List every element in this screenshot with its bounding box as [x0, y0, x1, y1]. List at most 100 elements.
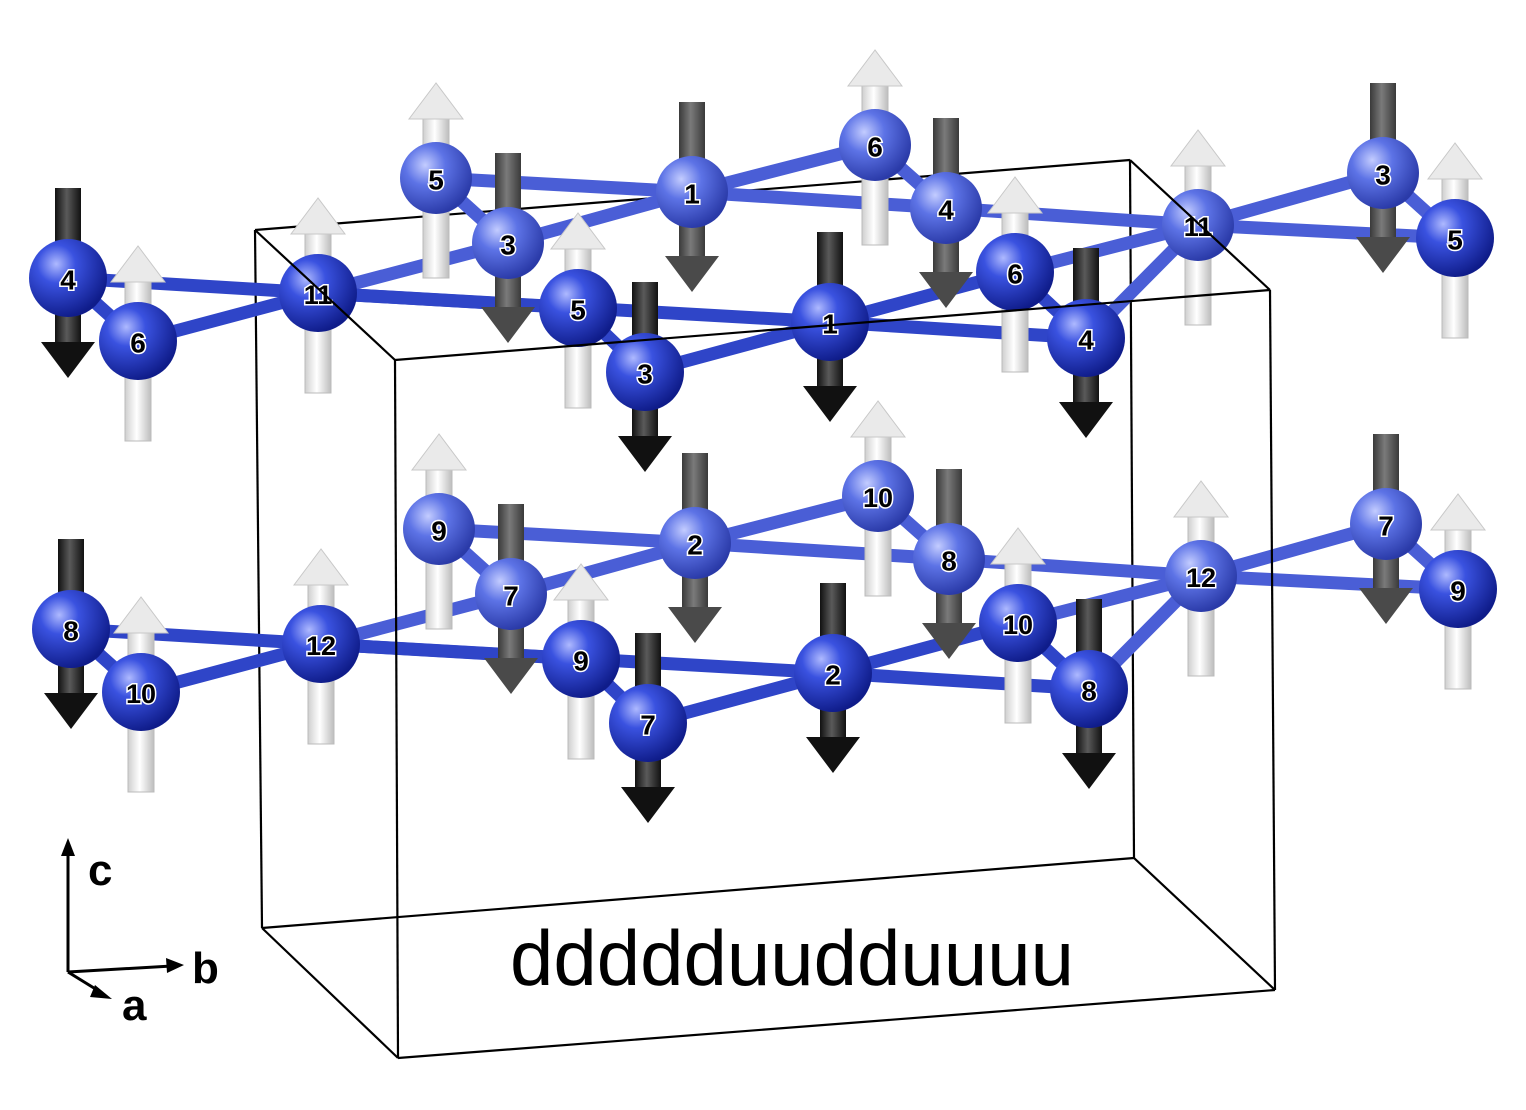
- bond: [64, 622, 328, 651]
- atom-sphere: [606, 333, 684, 411]
- atom-label: 12: [306, 631, 336, 661]
- atom-sphere: [1047, 299, 1125, 377]
- atom-2: 2: [659, 453, 731, 643]
- atom-sphere: [1050, 650, 1128, 728]
- atom-label: 10: [863, 483, 893, 513]
- atom-7: 7: [475, 504, 547, 694]
- cell-edge: [261, 927, 399, 1059]
- bond: [1194, 569, 1465, 596]
- atom-1: 1: [791, 232, 869, 422]
- atom-11: 11: [279, 197, 357, 394]
- atom-6: 6: [99, 245, 177, 442]
- atom-label: 4: [938, 195, 954, 226]
- atom-label: 5: [570, 295, 586, 326]
- atom-label: 9: [573, 646, 589, 677]
- b-axis-label: b: [192, 944, 219, 993]
- atom-4: 4: [1047, 248, 1125, 438]
- atom-sphere: [791, 283, 869, 361]
- atom-label: 10: [1003, 610, 1033, 640]
- atom-sphere: [1165, 540, 1237, 612]
- atom-5: 5: [1416, 142, 1494, 339]
- atom-5: 5: [400, 82, 472, 279]
- atom-12: 12: [282, 548, 360, 745]
- cell-edge: [253, 229, 264, 929]
- atom-sphere: [400, 142, 472, 214]
- atom-sphere: [32, 590, 110, 668]
- atom-label: 7: [1378, 511, 1394, 542]
- atom-sphere: [1416, 199, 1494, 277]
- atom-5: 5: [539, 212, 617, 409]
- atom-sphere: [979, 584, 1057, 662]
- atom-sphere: [539, 269, 617, 347]
- atom-label: 6: [867, 132, 883, 163]
- atom-4: 4: [910, 118, 982, 308]
- atom-label: 2: [687, 530, 703, 561]
- atom-7: 7: [609, 633, 687, 823]
- atom-label: 3: [500, 230, 516, 261]
- atom-1: 1: [656, 102, 728, 292]
- bond: [61, 271, 325, 300]
- atom-label: 11: [1184, 212, 1213, 242]
- atom-label: 9: [431, 516, 447, 547]
- bond: [942, 552, 1208, 583]
- bond: [429, 171, 699, 199]
- atom-label: 4: [1078, 325, 1094, 356]
- atom-label: 3: [1375, 160, 1391, 191]
- cell-edge: [254, 229, 396, 361]
- bond: [688, 536, 956, 566]
- atom-sphere: [403, 493, 475, 565]
- atom-label: 3: [637, 359, 653, 390]
- atom-sphere: [1350, 488, 1422, 560]
- atom-8: 8: [32, 539, 110, 729]
- cell-edge: [394, 288, 1271, 362]
- b-axis-arrow: [67, 964, 173, 974]
- atom-10: 10: [979, 527, 1057, 724]
- atom-label: 5: [428, 165, 444, 196]
- a-axis-arrowhead: [90, 985, 112, 999]
- cell-edge: [1128, 159, 1136, 859]
- atom-3: 3: [606, 282, 684, 472]
- atom-4: 4: [29, 188, 107, 378]
- bond: [826, 666, 1096, 696]
- atom-sphere: [279, 254, 357, 332]
- atom-3: 3: [1347, 83, 1419, 273]
- atom-9: 9: [542, 563, 620, 760]
- atom-sphere: [29, 239, 107, 317]
- cell-edge: [1129, 159, 1271, 291]
- atom-sphere: [1347, 137, 1419, 209]
- cell-edge: [261, 856, 1135, 930]
- atom-label: 9: [1450, 576, 1466, 607]
- atom-8: 8: [913, 469, 985, 659]
- atom-sphere: [1419, 550, 1497, 628]
- atom-sphere: [282, 605, 360, 683]
- bond: [432, 522, 702, 550]
- atom-sphere: [542, 620, 620, 698]
- atom-3: 3: [472, 153, 544, 343]
- atom-sphere: [794, 634, 872, 712]
- unit-cell-front-edges: [254, 159, 1277, 1060]
- atom-6: 6: [839, 49, 911, 246]
- atom-label: 7: [640, 710, 656, 741]
- atom-label: 11: [304, 280, 333, 310]
- atom-10: 10: [842, 400, 914, 597]
- atom-label: 5: [1447, 225, 1463, 256]
- bond: [823, 315, 1093, 345]
- atom-label: 1: [684, 179, 700, 210]
- atom-sphere: [99, 302, 177, 380]
- atom-10: 10: [102, 596, 180, 793]
- bond: [939, 201, 1205, 232]
- atom-sphere: [910, 172, 982, 244]
- atom-sphere: [475, 558, 547, 630]
- atom-6: 6: [976, 176, 1054, 373]
- bond: [685, 185, 953, 215]
- atom-label: 8: [1081, 676, 1097, 707]
- atom-label: 6: [130, 328, 146, 359]
- atom-label: 1: [822, 309, 838, 340]
- bonds-layer: [61, 138, 1465, 730]
- bond: [1191, 218, 1462, 245]
- atom-sphere: [842, 460, 914, 532]
